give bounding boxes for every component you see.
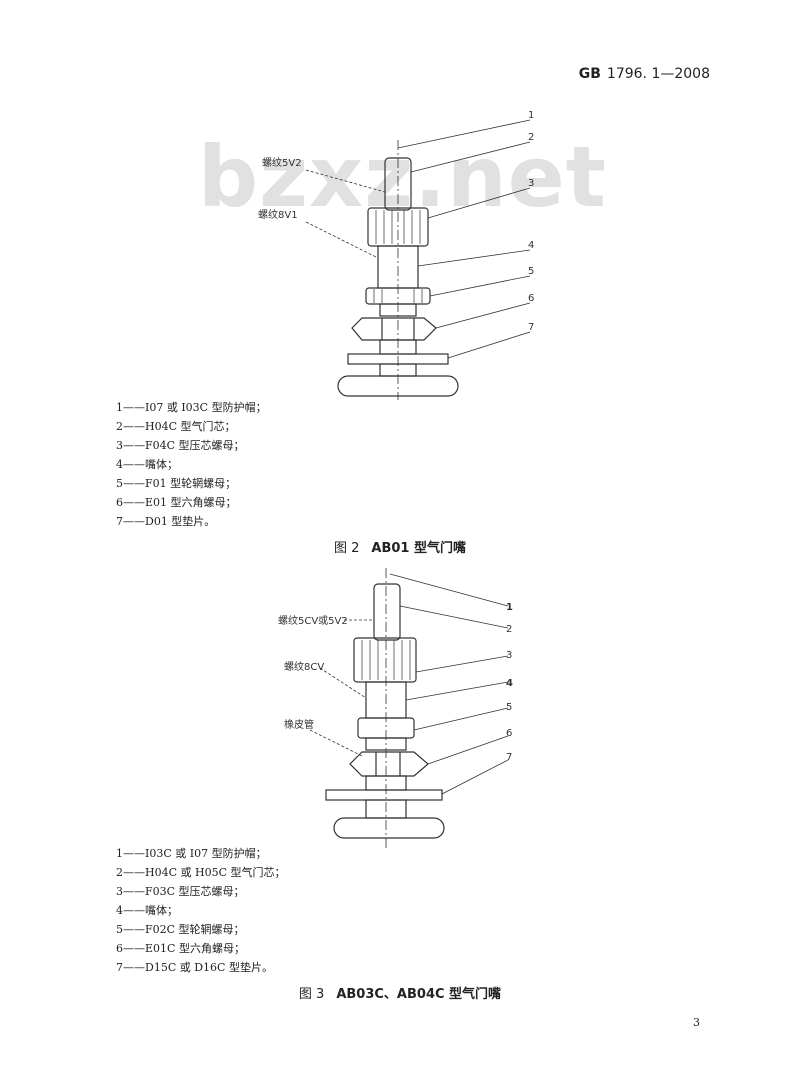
legend-item: 2——H04C 型气门芯； <box>116 420 236 433</box>
figure3-caption: 图 3 AB03C、AB04C 型气门嘴 <box>0 983 800 1002</box>
legend-item: 6——E01C 型六角螺母； <box>116 942 245 955</box>
fig2-callout-3: 3 <box>528 178 534 189</box>
figure3-legend: 1——I03C 或 I07 型防护帽； 2——H04C 或 H05C 型气门芯；… <box>116 844 286 977</box>
fig3-gasket <box>325 789 443 801</box>
figure2-caption: 图 2 AB01 型气门嘴 <box>0 537 800 556</box>
legend-item: 7——D15C 或 D16C 型垫片。 <box>116 961 273 974</box>
fig2-callout-7: 7 <box>528 322 534 333</box>
fig3-base <box>333 817 445 839</box>
standard-number: 1796. 1—2008 <box>606 66 710 82</box>
fig2-callout-1: 1 <box>528 110 534 121</box>
figure3-title: AB03C、AB04C 型气门嘴 <box>336 987 502 1002</box>
fig2-callout-6: 6 <box>528 293 534 304</box>
fig2-callout-5: 5 <box>528 266 534 277</box>
legend-item: 1——I03C 或 I07 型防护帽； <box>116 847 267 860</box>
legend-item: 5——F02C 型轮辋螺母； <box>116 923 245 936</box>
fig3-callout-2: 2 <box>506 624 512 635</box>
fig3-core-tip <box>373 583 401 641</box>
legend-item: 5——F01 型轮辋螺母； <box>116 477 237 490</box>
legend-item: 4——嘴体； <box>116 904 178 917</box>
fig3-callout-3: 3 <box>506 650 512 661</box>
fig3-callout-1: 1 <box>506 602 513 613</box>
figure2-title: AB01 型气门嘴 <box>371 541 466 556</box>
fig3-thread-label-1: 螺纹5CV或5V2 <box>278 614 348 627</box>
fig2-callout-4: 4 <box>528 240 534 251</box>
standard-header: GB 1796. 1—2008 <box>579 66 710 82</box>
figure2-number: 图 2 <box>334 541 360 556</box>
fig3-callout-7: 7 <box>506 752 512 763</box>
page-number: 3 <box>693 1016 700 1029</box>
legend-item: 6——E01 型六角螺母； <box>116 496 237 509</box>
fig2-base <box>337 375 459 397</box>
fig3-callout-6: 6 <box>506 728 512 739</box>
legend-item: 3——F04C 型压芯螺母； <box>116 439 245 452</box>
fig2-callout-2: 2 <box>528 132 534 143</box>
fig2-core-tip <box>384 157 412 211</box>
fig3-thread-label-3: 橡皮管 <box>284 718 314 731</box>
legend-item: 1——I07 或 I03C 型防护帽； <box>116 401 267 414</box>
legend-item: 4——嘴体； <box>116 458 178 471</box>
fig2-hex-nut <box>351 317 437 341</box>
fig3-cap-nut <box>353 637 417 683</box>
fig2-thread-label-2: 螺纹8V1 <box>258 208 298 221</box>
fig3-thread-label-2: 螺纹8CV <box>284 660 324 673</box>
legend-item: 2——H04C 或 H05C 型气门芯； <box>116 866 286 879</box>
figure2-legend: 1——I07 或 I03C 型防护帽； 2——H04C 型气门芯； 3——F04… <box>116 398 267 531</box>
figure2-drawing: 1 2 3 4 5 6 7 螺纹5V2 螺纹8V1 <box>258 110 534 400</box>
figure3-drawing: 1 2 3 4 5 6 7 螺纹5CV或5V2 螺纹8CV 橡皮管 <box>278 568 513 850</box>
fig3-callout-5: 5 <box>506 702 512 713</box>
fig3-callout-4: 4 <box>506 678 513 689</box>
legend-item: 3——F03C 型压芯螺母； <box>116 885 245 898</box>
figure3-number: 图 3 <box>298 987 325 1002</box>
legend-item: 7——D01 型垫片。 <box>116 515 216 528</box>
fig2-thread-label-1: 螺纹5V2 <box>262 156 302 169</box>
standard-code: GB <box>578 66 601 82</box>
fig3-hex-nut <box>349 751 429 777</box>
